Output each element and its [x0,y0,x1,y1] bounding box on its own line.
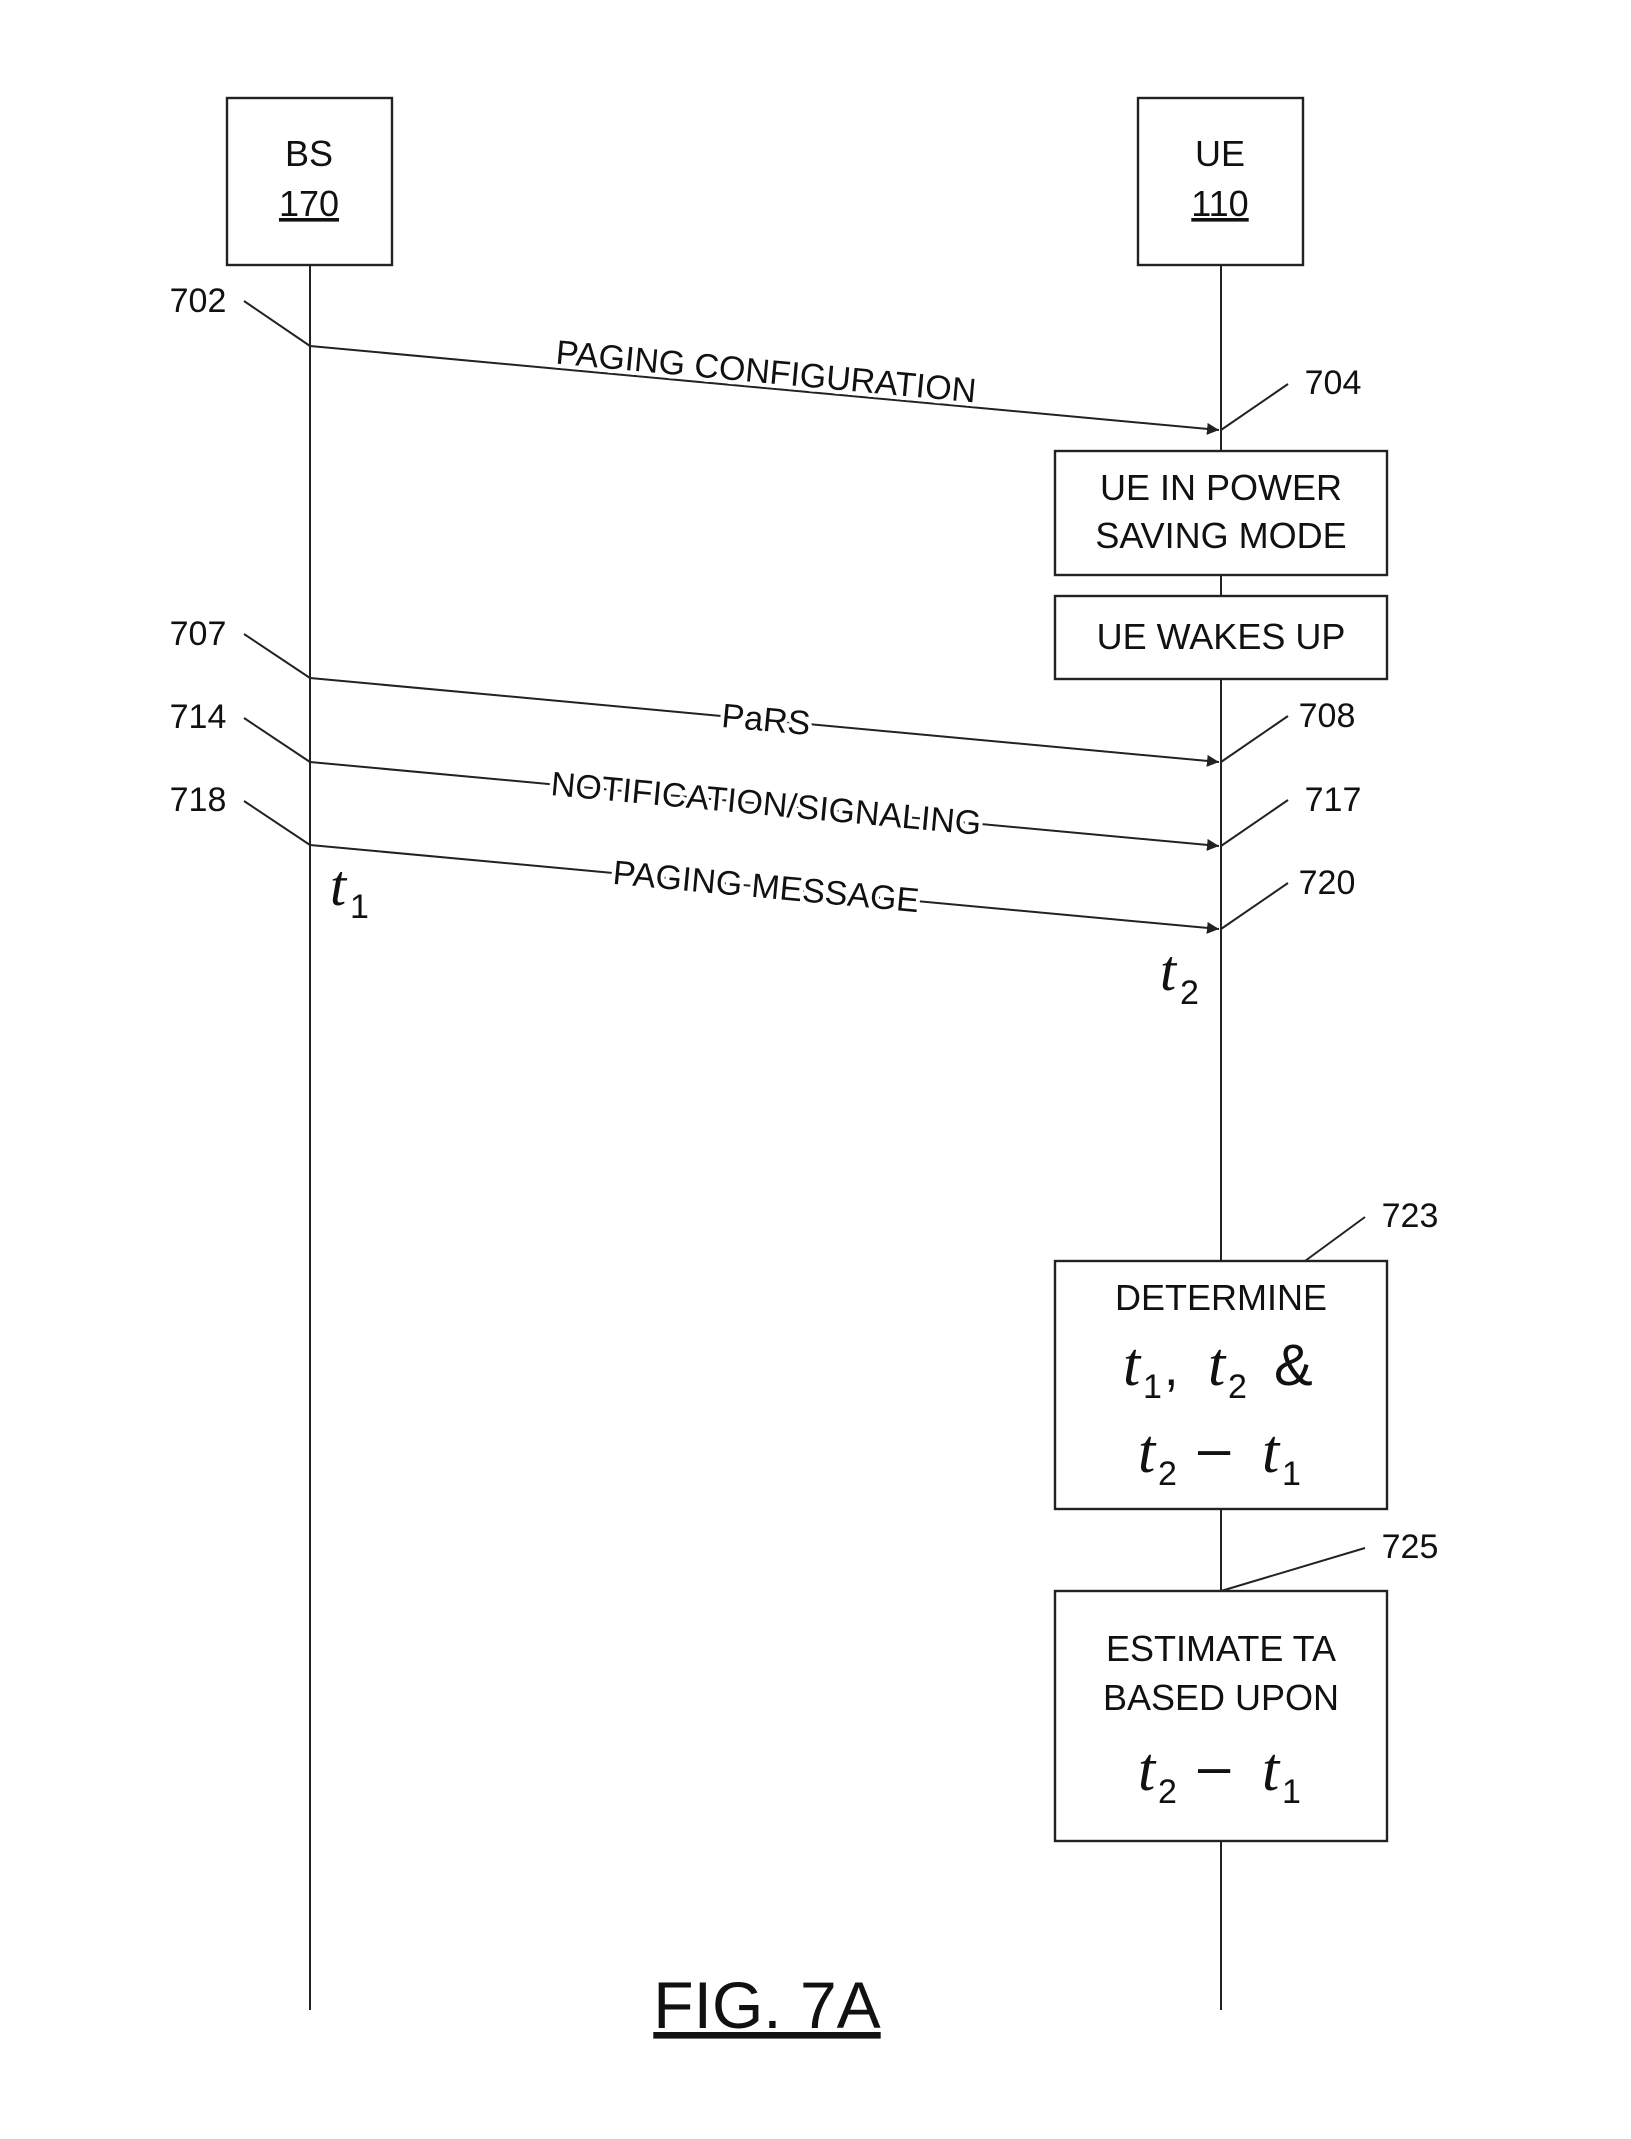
arrow-pars [309,677,1220,767]
determine-diff-t2-letter: t [1138,1418,1157,1486]
ref-707: 707 [170,615,227,653]
determine-rect [1053,1259,1389,1511]
t2-subscript: 2 [1180,974,1199,1012]
ref-leader-704 [1220,383,1289,431]
ref-leader-717 [1220,799,1289,847]
determine-diff-t1-sub: 1 [1282,1455,1301,1493]
ref-708: 708 [1299,697,1356,735]
ref-723: 723 [1382,1197,1439,1235]
t2-letter: t [1160,938,1178,1003]
t1-subscript: 1 [350,888,369,926]
wakes-up-rect [1053,594,1389,681]
determine-box: 723 DETERMINE t 1 , t 2 & t 2 – t 1 [1053,1197,1439,1511]
label-pars: PaRS [720,697,812,743]
bs-box [225,96,394,267]
determine-t1-letter: t [1123,1331,1142,1399]
label-paging-message: PAGING MESSAGE [611,854,921,920]
estimate-t1-sub: 1 [1282,1773,1301,1811]
estimate-t2-letter: t [1138,1736,1157,1804]
t1-letter: t [330,853,348,918]
label-paging-configuration: PAGING CONFIGURATION [554,334,978,411]
estimate-line1: ESTIMATE TA [1106,1628,1336,1669]
ref-725: 725 [1382,1528,1439,1566]
determine-minus: – [1198,1416,1231,1481]
ue-number: 110 [1191,183,1248,224]
time-t2: t 2 [1160,938,1199,1012]
wakes-up-text: UE WAKES UP [1097,616,1346,657]
figure-label: FIG. 7A [653,1968,880,2042]
ue-power-saving-box: UE IN POWER SAVING MODE [1053,449,1389,577]
determine-amp: & [1274,1333,1313,1398]
ue-participant: UE 110 [1136,96,1305,2010]
ue-wakes-up-box: UE WAKES UP [1053,594,1389,681]
arrow-paging-message [309,844,1220,934]
bs-number: 170 [279,183,339,224]
ref-720: 720 [1299,864,1356,902]
arrow-notification-signaling [309,761,1220,851]
ref-717: 717 [1305,781,1362,819]
determine-t2-sub: 2 [1228,1368,1247,1406]
label-notification-signaling: NOTIFICATION/SIGNALING [549,765,983,843]
estimate-line2: BASED UPON [1103,1677,1339,1718]
estimate-t2-sub: 2 [1158,1773,1177,1811]
ref-718: 718 [170,781,227,819]
ref-leader-725 [1220,1547,1366,1592]
estimate-minus: – [1198,1734,1231,1799]
power-saving-rect [1053,449,1389,577]
ref-leader-702 [243,300,311,347]
ref-702: 702 [170,282,227,320]
power-saving-line2: SAVING MODE [1095,515,1346,556]
determine-text: DETERMINE [1115,1277,1327,1318]
ref-leader-707 [243,633,311,679]
message-paging-configuration: 702 PAGING CONFIGURATION 704 [170,282,1362,435]
message-pars: 707 PaRS 708 [170,615,1356,767]
determine-diff-t2-sub: 2 [1158,1455,1177,1493]
estimate-t1-letter: t [1262,1736,1281,1804]
determine-comma: , [1164,1339,1178,1397]
ref-704: 704 [1305,364,1362,402]
time-t1: t 1 [330,853,369,926]
ue-box [1136,96,1305,267]
bs-participant: BS 170 [225,96,394,2010]
power-saving-line1: UE IN POWER [1100,467,1342,508]
ref-leader-723 [1304,1216,1366,1262]
estimate-rect [1053,1589,1389,1843]
ref-714: 714 [170,698,227,736]
determine-diff-t1-letter: t [1262,1418,1281,1486]
bs-name: BS [285,133,333,174]
determine-t2-letter: t [1208,1331,1227,1399]
ue-name: UE [1195,133,1245,174]
estimate-box: 725 ESTIMATE TA BASED UPON t 2 – t 1 [1053,1528,1439,1843]
determine-t1-sub: 1 [1143,1368,1162,1406]
ref-leader-718 [243,800,311,846]
ref-leader-720 [1220,882,1289,930]
ref-leader-708 [1220,715,1289,763]
arrow-paging-configuration [309,345,1220,435]
ref-leader-714 [243,717,311,763]
